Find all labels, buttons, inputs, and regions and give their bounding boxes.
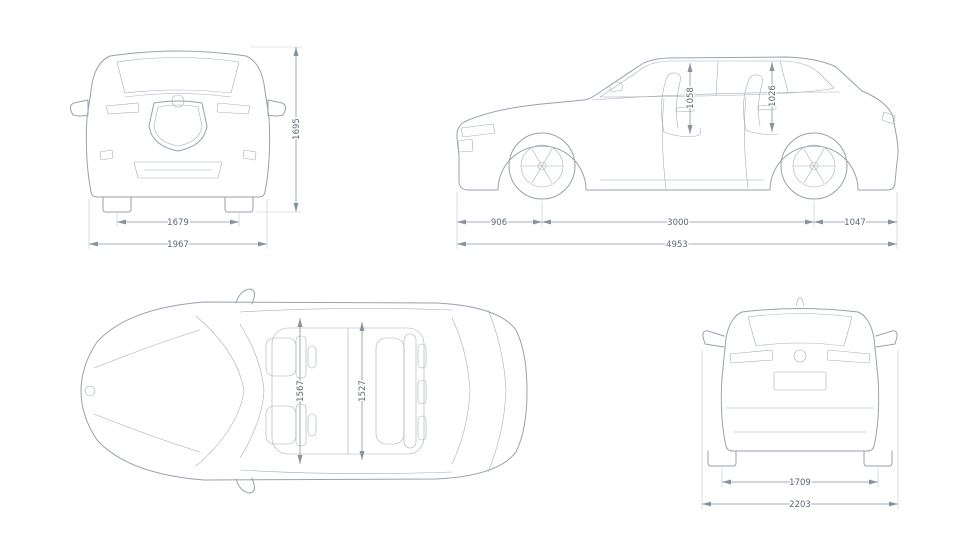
rear-mirror-width-value: 2203 bbox=[789, 500, 811, 510]
top-view: 1567 1527 bbox=[80, 288, 528, 494]
side-front-tire bbox=[508, 132, 576, 200]
top-roundel bbox=[84, 385, 96, 397]
side-front-rim bbox=[520, 144, 564, 188]
top-front-seats bbox=[265, 335, 317, 447]
side-mirror bbox=[609, 81, 623, 93]
rear-window bbox=[747, 313, 853, 347]
front-windshield bbox=[116, 57, 240, 94]
front-body-outline bbox=[85, 50, 271, 198]
front-left-wheel bbox=[102, 196, 132, 213]
side-front-door-cut bbox=[662, 98, 667, 190]
front-lower-intake bbox=[133, 161, 223, 179]
front-height-value: 1695 bbox=[292, 118, 302, 140]
front-right-vent bbox=[242, 149, 257, 161]
rear-view: 1709 2203 bbox=[701, 297, 899, 512]
rear-left-wheel bbox=[707, 450, 737, 467]
top-right-mirror bbox=[235, 477, 255, 494]
side-b-pillar bbox=[715, 61, 719, 96]
top-hatch-edge bbox=[487, 309, 507, 473]
side-front-overhang-value: 906 bbox=[491, 218, 507, 228]
side-front-spokes bbox=[521, 148, 563, 184]
side-headlight bbox=[460, 123, 496, 138]
front-roundel bbox=[171, 94, 185, 108]
rear-right-wheel bbox=[863, 450, 893, 467]
rear-left-taillight bbox=[729, 349, 774, 364]
front-kidney-grille bbox=[148, 100, 208, 152]
side-front-headroom-value: 1058 bbox=[686, 87, 696, 109]
top-body-outline bbox=[80, 301, 528, 481]
rear-right-taillight bbox=[826, 349, 871, 364]
top-front-width-value: 1567 bbox=[296, 380, 306, 402]
rear-bumper-lines bbox=[725, 407, 875, 433]
top-hood-creases bbox=[93, 329, 201, 453]
front-track-value: 1679 bbox=[167, 218, 189, 228]
front-right-headlight bbox=[216, 102, 251, 115]
front-view: 1695 1679 1967 bbox=[69, 46, 304, 252]
rear-right-mirror bbox=[875, 330, 898, 348]
front-width-value: 1967 bbox=[167, 240, 189, 250]
top-rear-width-value: 1527 bbox=[358, 380, 368, 402]
top-left-mirror bbox=[235, 288, 255, 305]
rear-left-mirror bbox=[702, 330, 725, 348]
front-width-extension-lines bbox=[88, 199, 268, 249]
front-hood-line bbox=[124, 93, 232, 98]
side-wheelbase-value: 3000 bbox=[667, 218, 689, 228]
side-rear-door-cut bbox=[744, 96, 749, 189]
side-taillight bbox=[881, 111, 896, 125]
side-rear-tire bbox=[780, 132, 848, 200]
side-rear-headroom-value: 1026 bbox=[768, 85, 778, 107]
front-left-headlight bbox=[105, 102, 140, 115]
side-nose-grille bbox=[457, 138, 474, 153]
side-beltline bbox=[591, 91, 841, 101]
top-rear-window bbox=[451, 317, 471, 465]
side-rear-overhang-value: 1047 bbox=[844, 218, 866, 228]
top-windshield-front-edge bbox=[195, 315, 245, 467]
side-length-value: 4953 bbox=[666, 240, 688, 250]
top-rear-bench bbox=[375, 333, 427, 449]
front-left-mirror bbox=[69, 99, 89, 117]
top-side-glass-edges bbox=[239, 308, 453, 474]
rear-roundel bbox=[793, 349, 807, 363]
rear-antenna-fin bbox=[795, 297, 805, 307]
rear-license-plate bbox=[773, 371, 827, 391]
side-rear-rim bbox=[792, 144, 836, 188]
rear-track-value: 1709 bbox=[789, 478, 811, 488]
top-windshield-rear-edge bbox=[239, 323, 265, 459]
front-right-wheel bbox=[224, 196, 254, 213]
front-height-extension-lines bbox=[250, 46, 302, 213]
side-view: 1058 1026 906 3000 1047 4953 bbox=[456, 56, 899, 252]
side-c-pillar bbox=[779, 60, 789, 93]
side-front-seat bbox=[661, 72, 701, 137]
front-right-mirror bbox=[267, 99, 287, 117]
front-left-vent bbox=[99, 149, 114, 161]
side-body-outline bbox=[456, 56, 899, 191]
front-kidney-grille-inner bbox=[153, 104, 203, 147]
side-rear-seat bbox=[743, 74, 779, 135]
rear-mirror-width-extension-lines bbox=[701, 350, 899, 509]
side-rear-spokes bbox=[793, 148, 835, 184]
rear-body-outline bbox=[720, 308, 880, 452]
